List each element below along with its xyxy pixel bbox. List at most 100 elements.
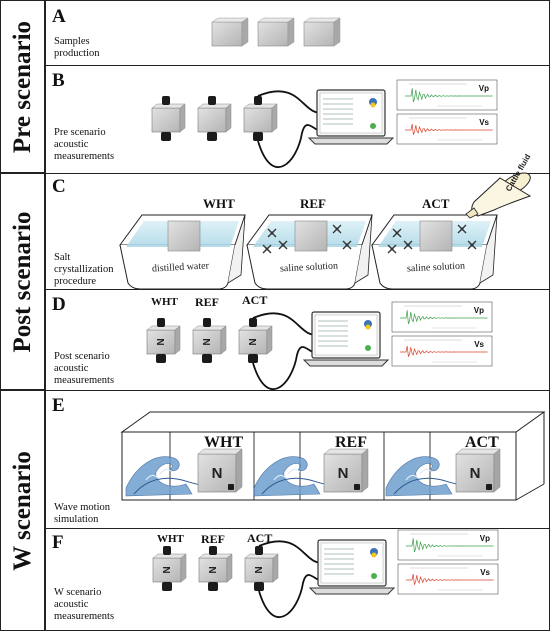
transducer-icon bbox=[254, 96, 262, 105]
transducer-icon bbox=[163, 546, 171, 555]
salt-crystal-icon bbox=[262, 244, 272, 254]
transducer-icon bbox=[208, 582, 218, 591]
signal-trace bbox=[405, 88, 493, 103]
wave-group bbox=[125, 456, 479, 497]
face-marker: N bbox=[246, 338, 257, 345]
sample-block: N bbox=[152, 546, 187, 591]
laptop-icon bbox=[307, 89, 395, 145]
signal-trace bbox=[405, 123, 493, 135]
transducer-icon bbox=[202, 354, 212, 363]
label-ref-d: REF bbox=[195, 295, 219, 309]
transducer-icon bbox=[203, 318, 211, 327]
transducer-icon bbox=[248, 354, 258, 363]
signal-trace bbox=[406, 538, 494, 553]
sample-block bbox=[257, 17, 295, 47]
vs-plot-frame bbox=[397, 563, 499, 595]
sample-block: N bbox=[197, 448, 243, 493]
flask-icon: Cattle fluid bbox=[465, 153, 532, 219]
bath-act bbox=[371, 214, 498, 290]
transducer-icon bbox=[209, 546, 217, 555]
panel-b-letter: B bbox=[52, 70, 65, 91]
panel-a-samples bbox=[211, 17, 341, 47]
sample-block: N bbox=[238, 318, 273, 363]
transducer-icon bbox=[157, 318, 165, 327]
salt-crystal-icon bbox=[278, 240, 288, 250]
sample-block bbox=[243, 96, 278, 141]
transducer-icon bbox=[208, 96, 216, 105]
salt-crystal-icon bbox=[342, 240, 352, 250]
sample-block: N bbox=[455, 448, 501, 493]
label-wht-d: WHT bbox=[151, 296, 178, 308]
vs-plot-frame bbox=[396, 113, 498, 145]
vp-plot-frame bbox=[391, 301, 493, 333]
signal-trace bbox=[406, 573, 494, 585]
vp-label: Vp bbox=[479, 84, 489, 93]
bath-body bbox=[246, 244, 363, 290]
cable bbox=[257, 124, 325, 168]
label-wht-f: WHT bbox=[157, 533, 184, 545]
transducer-icon bbox=[228, 484, 234, 490]
sample-block: N bbox=[146, 318, 181, 363]
panel-c-letter: C bbox=[52, 176, 66, 197]
transducer-icon bbox=[253, 132, 263, 141]
panel-d-letter: D bbox=[52, 294, 66, 315]
transducer-icon bbox=[249, 318, 257, 327]
face-marker: N bbox=[470, 465, 481, 482]
salt-crystal-icon bbox=[457, 224, 467, 234]
label-wht-e: WHT bbox=[204, 434, 244, 451]
label-wht-c: WHT bbox=[203, 196, 235, 211]
transducer-icon bbox=[254, 582, 264, 591]
cable bbox=[252, 346, 320, 390]
face-marker: N bbox=[206, 566, 217, 573]
vp-plot-frame bbox=[396, 79, 498, 111]
label-ref-f: REF bbox=[201, 532, 225, 546]
vs-label: Vs bbox=[479, 118, 489, 127]
sample-block bbox=[167, 220, 201, 252]
salt-crystal-icon bbox=[467, 240, 477, 250]
scenario-pre-cell: Pre scenario bbox=[0, 0, 45, 173]
bath-ref bbox=[246, 214, 373, 290]
laptop-icon bbox=[308, 539, 396, 595]
salt-crystal-icon bbox=[392, 228, 402, 238]
transducer-icon bbox=[255, 546, 263, 555]
face-marker: N bbox=[154, 338, 165, 345]
transducer-icon bbox=[354, 484, 360, 490]
salt-crystal-icon bbox=[403, 240, 413, 250]
vp-label: Vp bbox=[480, 534, 490, 543]
label-act-e: ACT bbox=[465, 434, 499, 451]
face-marker: N bbox=[160, 566, 171, 573]
face-marker: N bbox=[252, 566, 263, 573]
label-ref-c: REF bbox=[300, 196, 326, 211]
sample-block: N bbox=[244, 546, 279, 591]
face-marker: N bbox=[338, 465, 349, 482]
salt-crystal-icon bbox=[267, 228, 277, 238]
sample-block: N bbox=[192, 318, 227, 363]
face-marker: N bbox=[212, 465, 223, 482]
vp-plot-frame bbox=[397, 529, 499, 561]
sample-block bbox=[303, 17, 341, 47]
sample-block: N bbox=[323, 448, 369, 493]
panel-a-letter: A bbox=[52, 6, 66, 27]
transducer-icon bbox=[162, 582, 172, 591]
scenario-post-cell: Post scenario bbox=[0, 173, 45, 390]
face-marker: N bbox=[200, 338, 211, 345]
bath-wht bbox=[119, 214, 246, 290]
label-act-c: ACT bbox=[422, 196, 450, 211]
transducer-icon bbox=[156, 354, 166, 363]
laptop-icon bbox=[302, 311, 390, 367]
vs-plot-frame bbox=[391, 335, 493, 367]
vp-label: Vp bbox=[474, 306, 484, 315]
salt-crystal-icon bbox=[387, 244, 397, 254]
sample-block bbox=[151, 96, 186, 141]
